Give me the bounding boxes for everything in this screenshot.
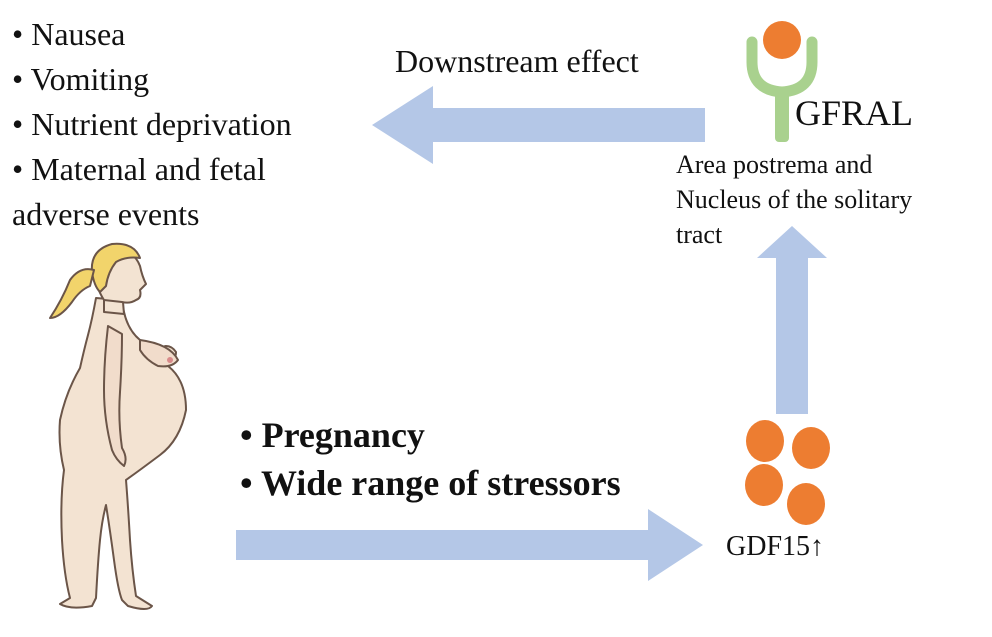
symptom-item: • Vomiting [12, 61, 150, 97]
trigger-item: • Pregnancy [240, 415, 425, 455]
symptom-item: • Maternal and fetal [12, 151, 266, 187]
brain-region-line: Area postrema and [676, 150, 873, 179]
brain-region-line: tract [676, 220, 723, 249]
downstream-effect-label: Downstream effect [395, 43, 639, 79]
trigger-list: • Pregnancy • Wide range of stressors [240, 411, 621, 507]
gfral-receptor-icon [746, 21, 818, 142]
right-arrow [236, 509, 703, 581]
gdf15-particles-icon [745, 420, 830, 525]
trigger-item: • Wide range of stressors [240, 463, 621, 503]
up-arrow [757, 226, 827, 414]
gdf15-label: GDF15↑ [726, 531, 825, 562]
symptom-item: • Nutrient deprivation [12, 106, 292, 142]
pregnant-woman-illustration [49, 242, 187, 610]
symptom-item: adverse events [12, 196, 200, 232]
symptom-item: • Nausea [12, 16, 126, 52]
gfral-label: GFRAL [795, 93, 914, 133]
brain-region-line: Nucleus of the solitary [676, 185, 913, 214]
brain-region-label: Area postrema and Nucleus of the solitar… [676, 147, 912, 252]
downstream-arrow [372, 86, 705, 164]
symptom-list: • Nausea • Vomiting • Nutrient deprivati… [12, 12, 292, 237]
